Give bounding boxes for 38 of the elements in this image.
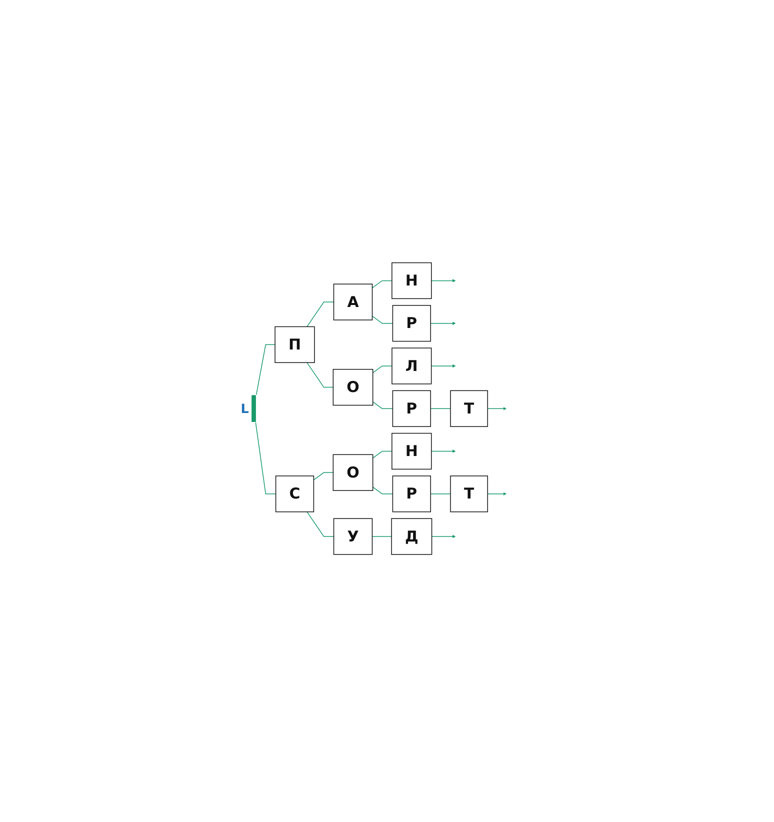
node-box: Д (391, 518, 432, 556)
arrow (431, 535, 456, 539)
node-box: Р (392, 476, 431, 513)
node-box: Т (450, 390, 488, 428)
node-box: А (333, 284, 373, 321)
connector (430, 408, 451, 410)
connector (372, 536, 392, 538)
connector (306, 362, 334, 388)
node-box: Р (392, 390, 431, 428)
node-box: О (332, 369, 374, 406)
connector (255, 422, 276, 495)
arrow (431, 450, 456, 454)
node-caption: L (240, 401, 249, 416)
node-box: С (275, 476, 314, 513)
node-box: Р (392, 305, 431, 342)
node-box: Н (392, 262, 432, 300)
arrow (430, 322, 456, 326)
connector (372, 366, 392, 374)
arrow (431, 279, 456, 283)
connector (256, 344, 276, 396)
connector (430, 494, 451, 495)
node-box: П (274, 326, 315, 364)
node-box: Л (392, 348, 432, 385)
connector (372, 316, 394, 324)
connector (372, 280, 392, 289)
connector (372, 451, 392, 459)
node-box: У (333, 518, 373, 556)
connector (313, 472, 334, 481)
connector (372, 402, 394, 410)
connector (306, 512, 334, 538)
node-box: О (332, 454, 374, 492)
arrow (430, 364, 456, 368)
connector (306, 302, 334, 328)
arrow (487, 492, 506, 496)
arrow (487, 407, 506, 411)
node-box: Т (450, 476, 488, 513)
connector (372, 487, 394, 495)
node-box: Н (392, 433, 432, 470)
